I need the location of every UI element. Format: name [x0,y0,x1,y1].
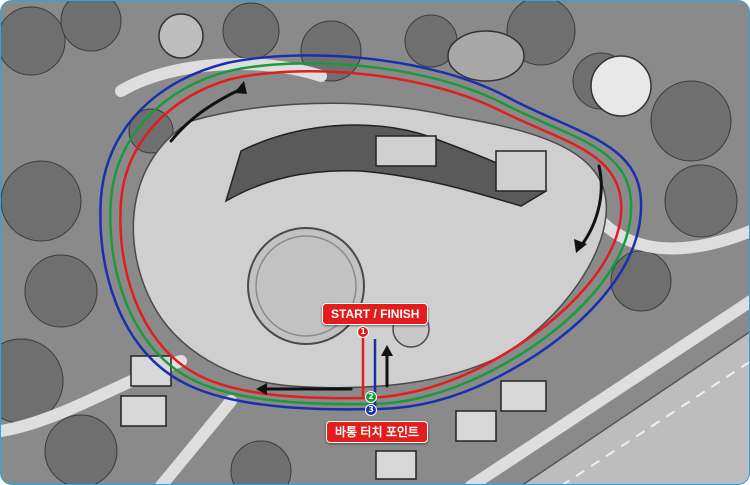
round-lawn [247,227,365,345]
route-1 [119,70,623,400]
pavilion [375,135,437,167]
arrowhead [574,239,587,253]
arrowhead [256,383,267,395]
baton-touch-label: 바통 터치 포인트 [326,421,428,443]
baton-marker-3: 3 [365,404,377,416]
water-tower [590,55,652,117]
route-2 [109,62,633,406]
tree-canopy [1,1,738,484]
route-3 [99,54,643,411]
direction-arrowheads [234,81,587,395]
direction-arrows [169,87,603,391]
start-finish-label: START / FINISH [322,303,429,325]
direction-arrow [579,164,603,248]
fountain [158,13,204,59]
arrowhead [234,81,247,94]
houses [120,355,547,480]
pond [447,30,525,82]
arrowhead [381,345,393,356]
direction-arrow [169,87,243,143]
building-right [495,150,547,192]
baton-marker-2: 2 [365,391,377,403]
start-marker-1: 1 [357,326,369,338]
road [522,331,749,484]
